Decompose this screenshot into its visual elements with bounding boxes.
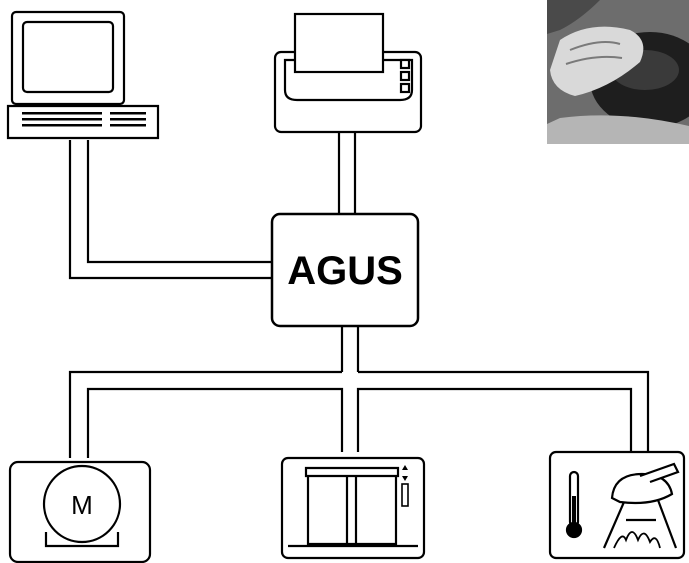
link-terminal-hub bbox=[68, 140, 272, 280]
keyboard-keys bbox=[22, 112, 146, 127]
connection-lines bbox=[68, 132, 650, 458]
heated-vessel-icon bbox=[548, 450, 686, 560]
motor-icon: M bbox=[8, 460, 152, 563]
link-printer-hub bbox=[337, 132, 357, 214]
bus-outer bbox=[68, 370, 650, 458]
link-hub-bus bbox=[340, 326, 360, 372]
photo-hand-with-cup bbox=[547, 0, 689, 144]
computer-terminal-icon bbox=[6, 10, 160, 140]
floor-indicator bbox=[401, 465, 409, 507]
thermometer-icon bbox=[565, 470, 583, 539]
hub-label: AGUS bbox=[287, 249, 403, 293]
motor-label: M bbox=[71, 490, 93, 520]
elevator-icon bbox=[280, 456, 426, 560]
bus-inner bbox=[86, 387, 633, 458]
agus-hub: AGUS bbox=[270, 212, 420, 328]
printer-icon bbox=[273, 12, 423, 134]
